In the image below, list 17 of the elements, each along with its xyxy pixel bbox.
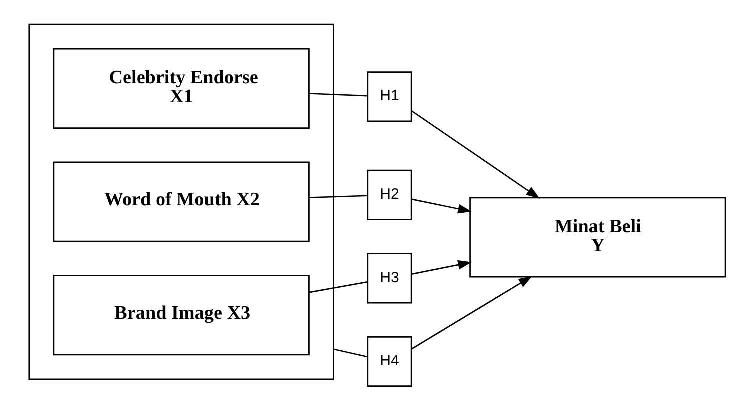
connector [333, 348, 368, 358]
connector [309, 93, 367, 97]
node-box: H2 [366, 170, 412, 220]
connector [309, 195, 367, 198]
node-box: Minat Beli Y [469, 197, 726, 278]
arrow [411, 110, 540, 199]
node-box: H1 [366, 72, 412, 122]
arrow [411, 276, 532, 350]
node-box: Celebrity Endorse X1 [52, 48, 310, 129]
node-box: Brand Image X3 [52, 275, 310, 356]
connector [308, 282, 368, 294]
node-box: H4 [366, 336, 412, 387]
cluster [28, 24, 334, 380]
node-box: H3 [366, 253, 412, 304]
node-box: Word of Mouth X2 [52, 162, 310, 242]
arrow [411, 260, 472, 275]
arrow [411, 198, 472, 214]
